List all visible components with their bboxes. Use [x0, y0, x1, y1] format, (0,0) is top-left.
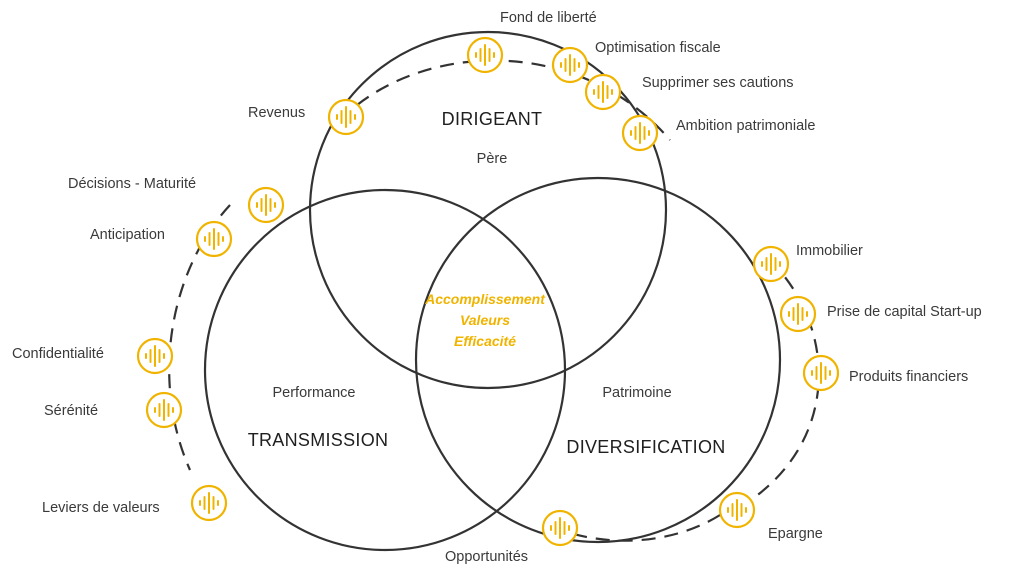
sound-wave-badge-icon	[718, 491, 756, 529]
label-epargne: Epargne	[768, 526, 823, 542]
sound-wave-badge-icon	[190, 484, 228, 522]
sound-wave-badge-icon	[145, 391, 183, 429]
label-serenite: Sérénité	[44, 403, 98, 419]
circle-dirigeant	[308, 30, 668, 390]
label-opportunites: Opportunités	[445, 549, 528, 565]
transmission-subtitle: Performance	[272, 385, 355, 401]
sound-wave-badge-icon	[136, 337, 174, 375]
label-prise-capital: Prise de capital Start-up	[827, 304, 982, 320]
label-decisions-maturite: Décisions - Maturité	[68, 176, 196, 192]
label-produits-financiers: Produits financiers	[849, 369, 968, 385]
label-immobilier: Immobilier	[796, 243, 863, 259]
sound-wave-badge-icon	[779, 295, 817, 333]
label-revenus: Revenus	[248, 105, 305, 121]
dirigeant-subtitle: Père	[477, 151, 508, 167]
circle-transmission	[203, 188, 567, 552]
label-confidentialite: Confidentialité	[12, 346, 104, 362]
dirigeant-title: DIRIGEANT	[442, 109, 543, 129]
label-anticipation: Anticipation	[90, 227, 165, 243]
diversification-title: DIVERSIFICATION	[566, 437, 725, 457]
sound-wave-badge-icon	[541, 509, 579, 547]
sound-wave-badge-icon	[466, 36, 504, 74]
transmission-title: TRANSMISSION	[248, 430, 389, 450]
label-optimisation-fiscale: Optimisation fiscale	[595, 40, 721, 56]
center-text-1: Accomplissement	[424, 291, 546, 307]
sound-wave-badge-icon	[752, 245, 790, 283]
center-text-3: Efficacité	[454, 333, 516, 349]
sound-wave-badge-icon	[195, 220, 233, 258]
label-supprimer-cautions: Supprimer ses cautions	[642, 75, 794, 91]
diversification-subtitle: Patrimoine	[602, 385, 671, 401]
label-fond-de-liberte: Fond de liberté	[500, 10, 597, 26]
center-text-2: Valeurs	[460, 312, 510, 328]
sound-wave-badge-icon	[247, 186, 285, 224]
label-ambition-patrimoniale: Ambition patrimoniale	[676, 118, 815, 134]
sound-wave-badge-icon	[327, 98, 365, 136]
label-leviers-valeurs: Leviers de valeurs	[42, 500, 160, 516]
sound-wave-badge-icon	[621, 114, 659, 152]
sound-wave-badge-icon	[802, 354, 840, 392]
sound-wave-badge-icon	[551, 46, 589, 84]
sound-wave-badge-icon	[584, 73, 622, 111]
circle-diversification	[414, 176, 782, 544]
